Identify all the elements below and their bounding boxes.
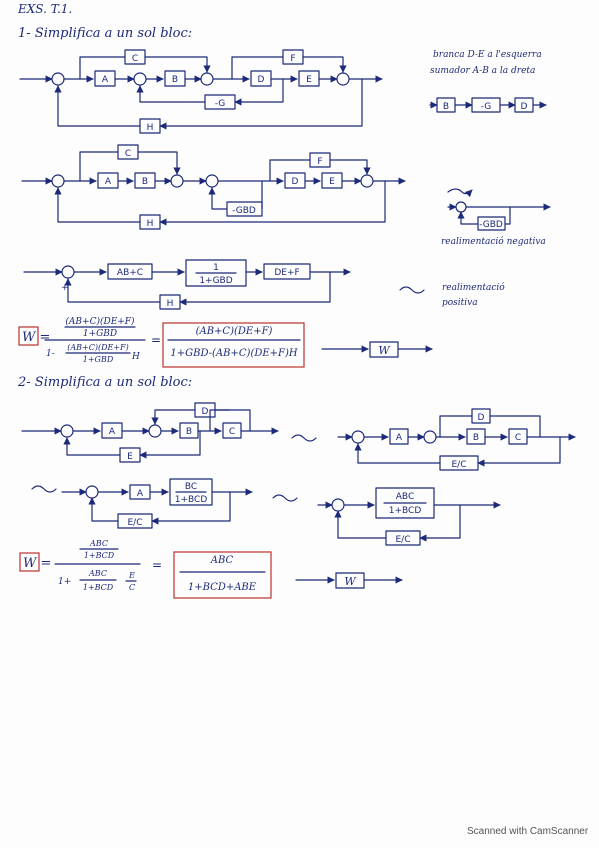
svg-text:E/C: E/C xyxy=(127,518,142,528)
svg-text:D: D xyxy=(292,177,299,187)
svg-text:E: E xyxy=(329,177,335,187)
svg-text:ABC: ABC xyxy=(88,569,107,578)
svg-text:1+BCD+ABE: 1+BCD+ABE xyxy=(188,582,257,593)
svg-text:A: A xyxy=(137,489,144,499)
svg-text:B: B xyxy=(443,102,449,112)
svg-text:B: B xyxy=(172,75,178,85)
svg-text:C: C xyxy=(125,149,131,159)
svg-text:H: H xyxy=(147,123,154,133)
svg-text:1+BCD: 1+BCD xyxy=(389,506,422,516)
svg-text:1+BCD: 1+BCD xyxy=(175,495,208,505)
svg-text:1: 1 xyxy=(213,263,219,273)
svg-text:E: E xyxy=(128,571,135,580)
svg-text:B: B xyxy=(473,433,479,443)
svg-text:C: C xyxy=(229,427,235,437)
svg-text:(AB+C)(DE+F): (AB+C)(DE+F) xyxy=(65,316,135,327)
svg-text:AB+C: AB+C xyxy=(117,268,143,278)
svg-text:+: + xyxy=(61,283,69,293)
svg-text:-GBD: -GBD xyxy=(232,206,256,216)
note-positive-1: realimentació xyxy=(442,282,505,293)
svg-text:E: E xyxy=(127,452,133,462)
header: EXS. T.1. xyxy=(17,2,72,16)
svg-text:1-: 1- xyxy=(46,349,55,359)
svg-text:1+GBD: 1+GBD xyxy=(83,329,117,339)
svg-text:F: F xyxy=(290,54,295,64)
svg-text:F: F xyxy=(317,157,322,167)
svg-text:-G: -G xyxy=(481,102,492,112)
svg-text:E/C: E/C xyxy=(451,460,466,470)
scanner-watermark: Scanned with CamScanner xyxy=(467,826,589,837)
note-negative: realimentació negativa xyxy=(441,236,546,247)
svg-text:W =: W = xyxy=(22,330,50,345)
svg-text:1+BCD: 1+BCD xyxy=(84,551,115,560)
diagram-3: AB+C 1 1+GBD DE+F H + xyxy=(23,259,351,310)
svg-text:1+GBD: 1+GBD xyxy=(199,276,232,286)
svg-text:C: C xyxy=(515,433,521,443)
equation-1: W = (AB+C)(DE+F) 1+GBD 1- (AB+C)(DE+F) 1… xyxy=(18,316,433,368)
svg-text:C: C xyxy=(129,583,135,592)
svg-text:A: A xyxy=(105,177,112,187)
negative-feedback-sketch: -GBD realimentació negativa xyxy=(441,188,551,247)
svg-text:E/C: E/C xyxy=(395,535,410,545)
svg-text:B: B xyxy=(142,177,148,187)
ex1-title: 1- Simplifica a un sol bloc: xyxy=(18,26,192,41)
svg-text:DE+F: DE+F xyxy=(274,268,299,278)
equivalent-chain: B -G D xyxy=(429,97,547,113)
summer-3 xyxy=(200,72,214,86)
svg-text:-GBD: -GBD xyxy=(479,220,503,230)
svg-text:W =: W = xyxy=(23,556,51,571)
svg-text:C: C xyxy=(132,54,138,64)
svg-text:=: = xyxy=(151,333,161,347)
svg-text:(AB+C)(DE+F): (AB+C)(DE+F) xyxy=(196,326,273,337)
note-move-branch: branca D-E a l'esquerra xyxy=(433,50,542,60)
svg-text:W: W xyxy=(378,344,391,357)
diagram-6: A BC 1+BCD E/C xyxy=(61,478,253,529)
diagram-2: A B D E C F -GBD H xyxy=(21,144,406,230)
note-move-summer: sumador A-B a la dreta xyxy=(430,66,535,76)
note-positive-2: positiva xyxy=(442,298,478,308)
svg-text:=: = xyxy=(152,558,162,572)
svg-text:H: H xyxy=(131,352,140,362)
svg-text:BC: BC xyxy=(185,482,197,492)
svg-text:D: D xyxy=(258,75,265,85)
svg-text:1+: 1+ xyxy=(58,577,71,587)
svg-text:A: A xyxy=(109,427,116,437)
summer-2 xyxy=(133,72,147,86)
svg-text:(AB+C)(DE+F): (AB+C)(DE+F) xyxy=(67,343,128,352)
svg-text:H: H xyxy=(167,299,174,309)
svg-text:D: D xyxy=(202,407,209,417)
svg-text:A: A xyxy=(396,433,403,443)
svg-text:ABC: ABC xyxy=(210,555,234,566)
svg-text:H: H xyxy=(147,219,154,229)
diagram-5: A B C D E/C xyxy=(337,408,576,471)
svg-text:ABC: ABC xyxy=(89,539,108,548)
squiggle-arrow xyxy=(399,286,425,294)
svg-text:A: A xyxy=(102,75,109,85)
svg-text:1+BCD: 1+BCD xyxy=(83,583,114,592)
diagram-7: ABC 1+BCD E/C xyxy=(317,487,501,546)
svg-text:W: W xyxy=(344,575,357,588)
svg-text:E: E xyxy=(306,75,312,85)
svg-text:1+GBD-(AB+C)(DE+F)H: 1+GBD-(AB+C)(DE+F)H xyxy=(170,348,298,359)
svg-text:B: B xyxy=(186,427,192,437)
svg-text:D: D xyxy=(478,413,485,423)
svg-text:1+GBD: 1+GBD xyxy=(83,355,114,364)
equation-2: W = ABC 1+BCD 1+ ABC 1+BCD E C = ABC 1+B… xyxy=(19,539,403,599)
svg-text:-G: -G xyxy=(215,99,226,109)
summer-4 xyxy=(336,72,350,86)
svg-text:D: D xyxy=(521,102,528,112)
ex2-title: 2- Simplifica a un sol bloc: xyxy=(17,375,192,390)
summer-1 xyxy=(51,72,65,86)
diagram-1: A B D E C F -G H xyxy=(19,49,383,134)
svg-text:ABC: ABC xyxy=(396,492,414,502)
diagram-4: A B C D E xyxy=(21,402,279,463)
